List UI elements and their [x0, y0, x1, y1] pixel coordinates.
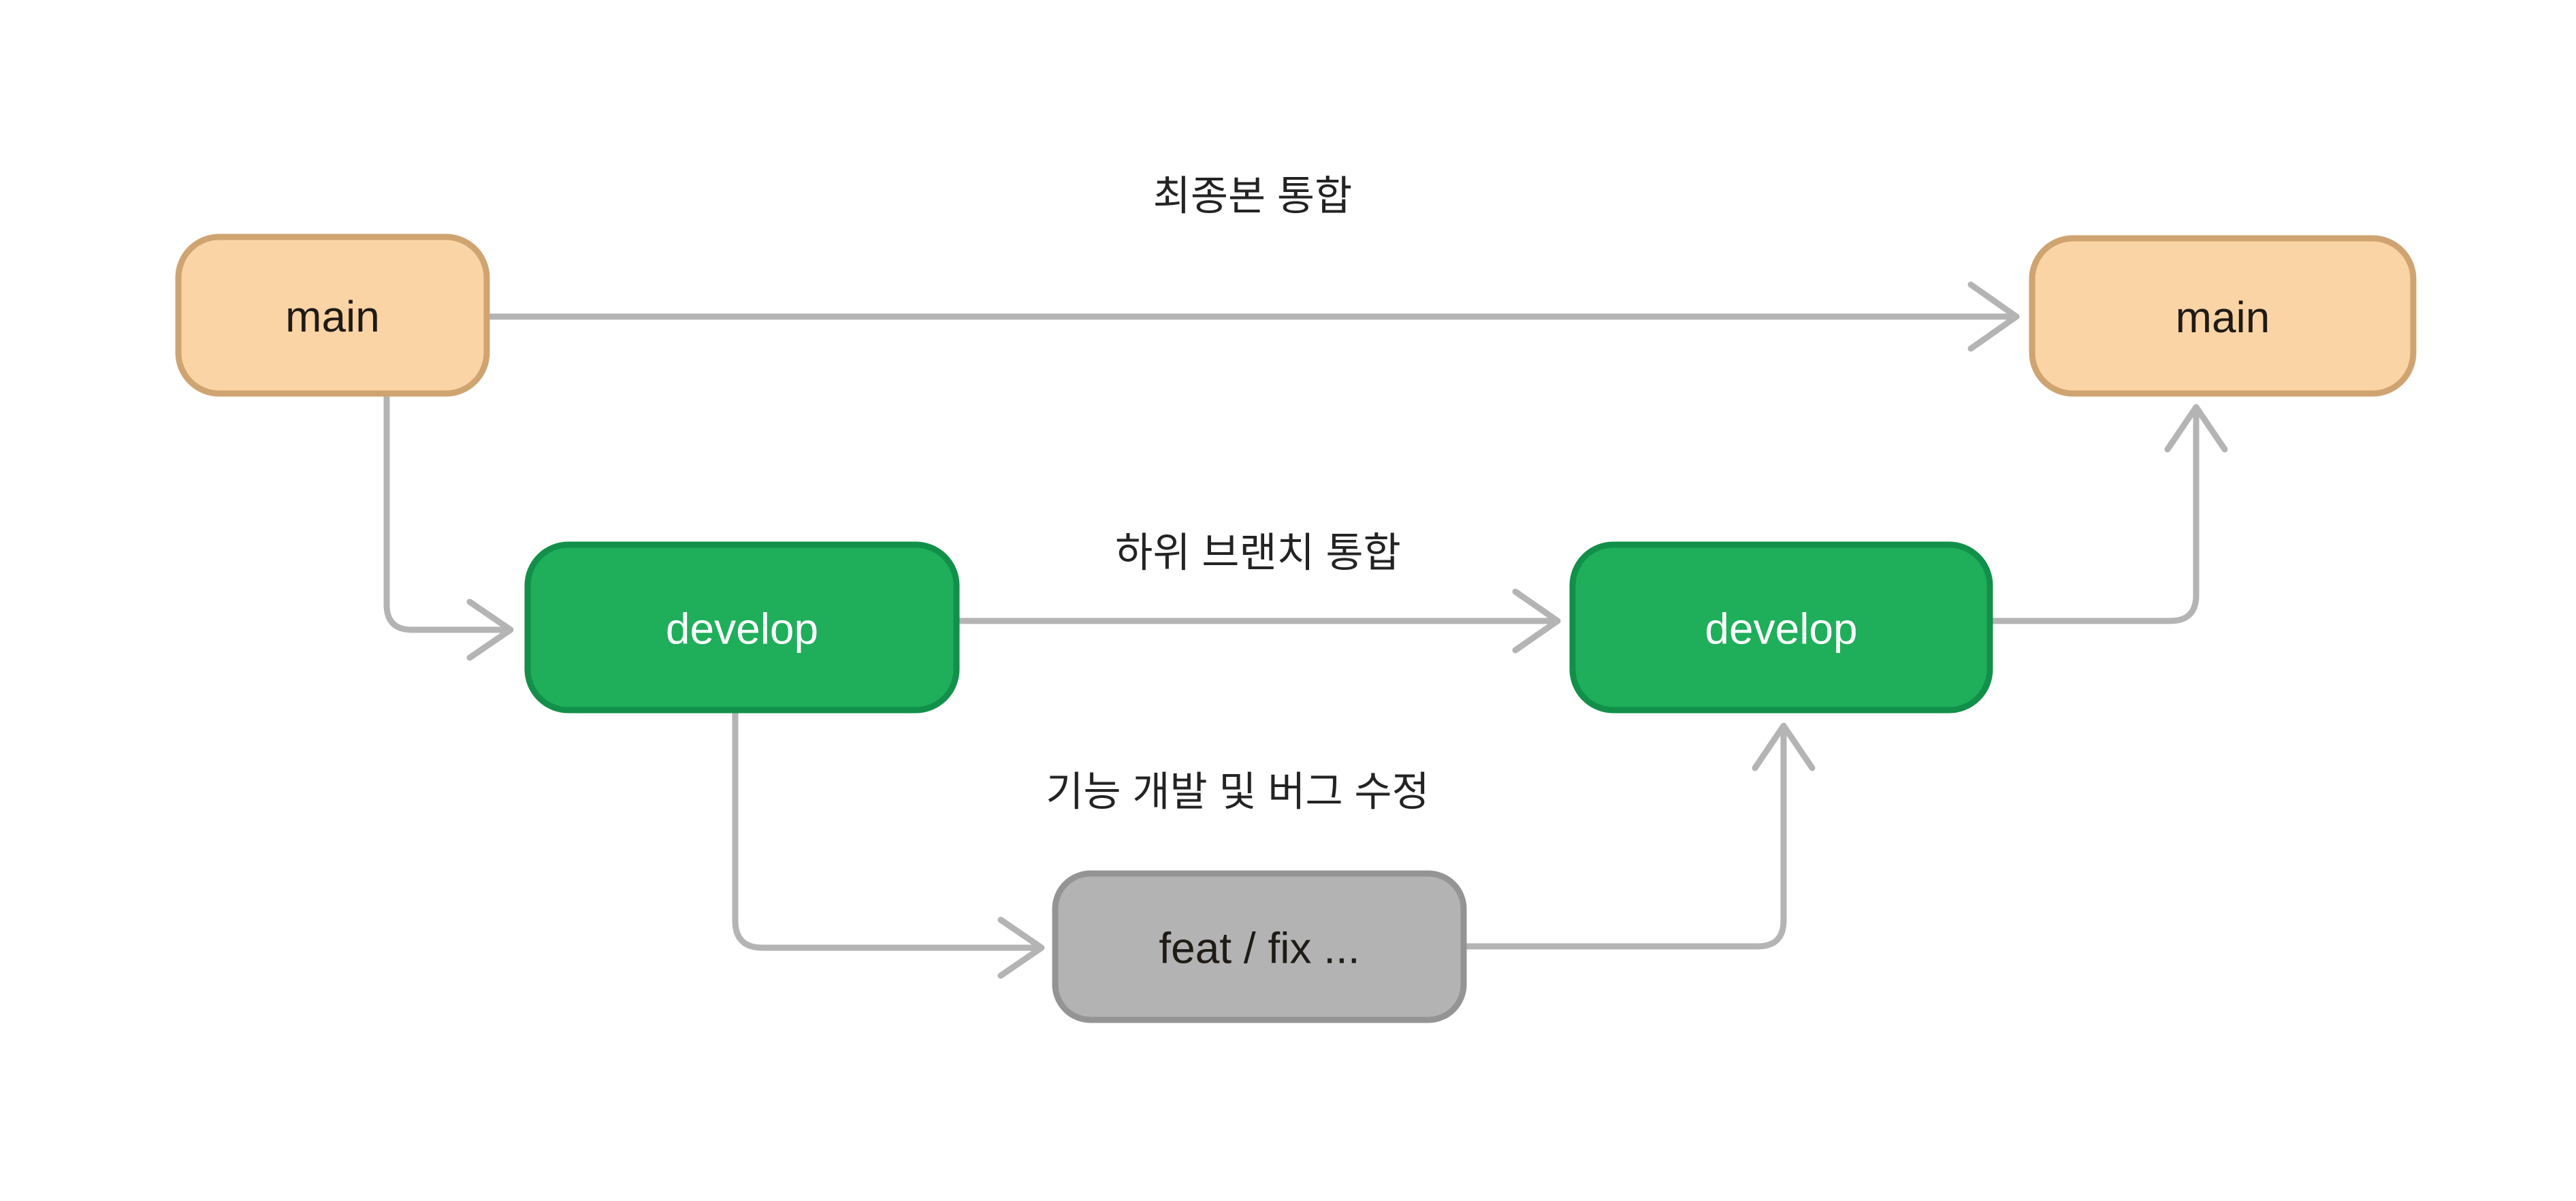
edge-line — [383, 390, 513, 633]
edge-main-to-develop — [383, 390, 514, 661]
edge-develop-to-feat — [732, 707, 1045, 979]
arrowhead-icon — [466, 598, 514, 661]
edge-main-to-main — [483, 281, 2020, 352]
node-develop-left[interactable]: develop — [524, 541, 960, 714]
edge-label-main-to-main: 최종본 통합 — [1153, 174, 1353, 219]
arrowhead-icon — [1967, 281, 2020, 352]
edge-line — [1986, 405, 2200, 624]
edge-develop-to-develop — [953, 588, 1561, 654]
edge-feat-to-develop — [1460, 722, 1816, 950]
edge-line — [1460, 724, 1787, 950]
arrowhead-icon — [2164, 404, 2228, 453]
edge-develop-to-main — [1986, 404, 2228, 624]
node-develop-right[interactable]: develop — [1569, 541, 1993, 714]
edge-label-develop-to-develop: 하위 브랜치 통합 — [1115, 530, 1401, 576]
node-label: develop — [666, 605, 818, 654]
node-label: main — [2176, 293, 2270, 342]
arrowhead-icon — [997, 916, 1045, 979]
arrowhead-icon — [1752, 722, 1816, 771]
node-shape[interactable] — [1052, 870, 1467, 1023]
nodes-layer: main develop feat / fix ... develop main — [175, 234, 2417, 1023]
node-label: main — [285, 292, 380, 341]
node-shape[interactable] — [524, 541, 960, 714]
node-main-left[interactable]: main — [175, 234, 490, 397]
node-feat-fix[interactable]: feat / fix ... — [1052, 870, 1467, 1023]
node-label: develop — [1705, 605, 1857, 654]
node-shape[interactable] — [1569, 541, 1993, 714]
node-shape[interactable] — [175, 234, 490, 397]
node-shape[interactable] — [2029, 235, 2417, 397]
node-label: feat / fix ... — [1159, 924, 1359, 973]
node-main-right[interactable]: main — [2029, 235, 2417, 397]
arrowhead-icon — [1512, 588, 1561, 654]
edges-layer — [383, 281, 2228, 979]
edge-line — [732, 707, 1044, 951]
edge-label-develop-to-feat: 기능 개발 및 버그 수정 — [1046, 769, 1429, 815]
